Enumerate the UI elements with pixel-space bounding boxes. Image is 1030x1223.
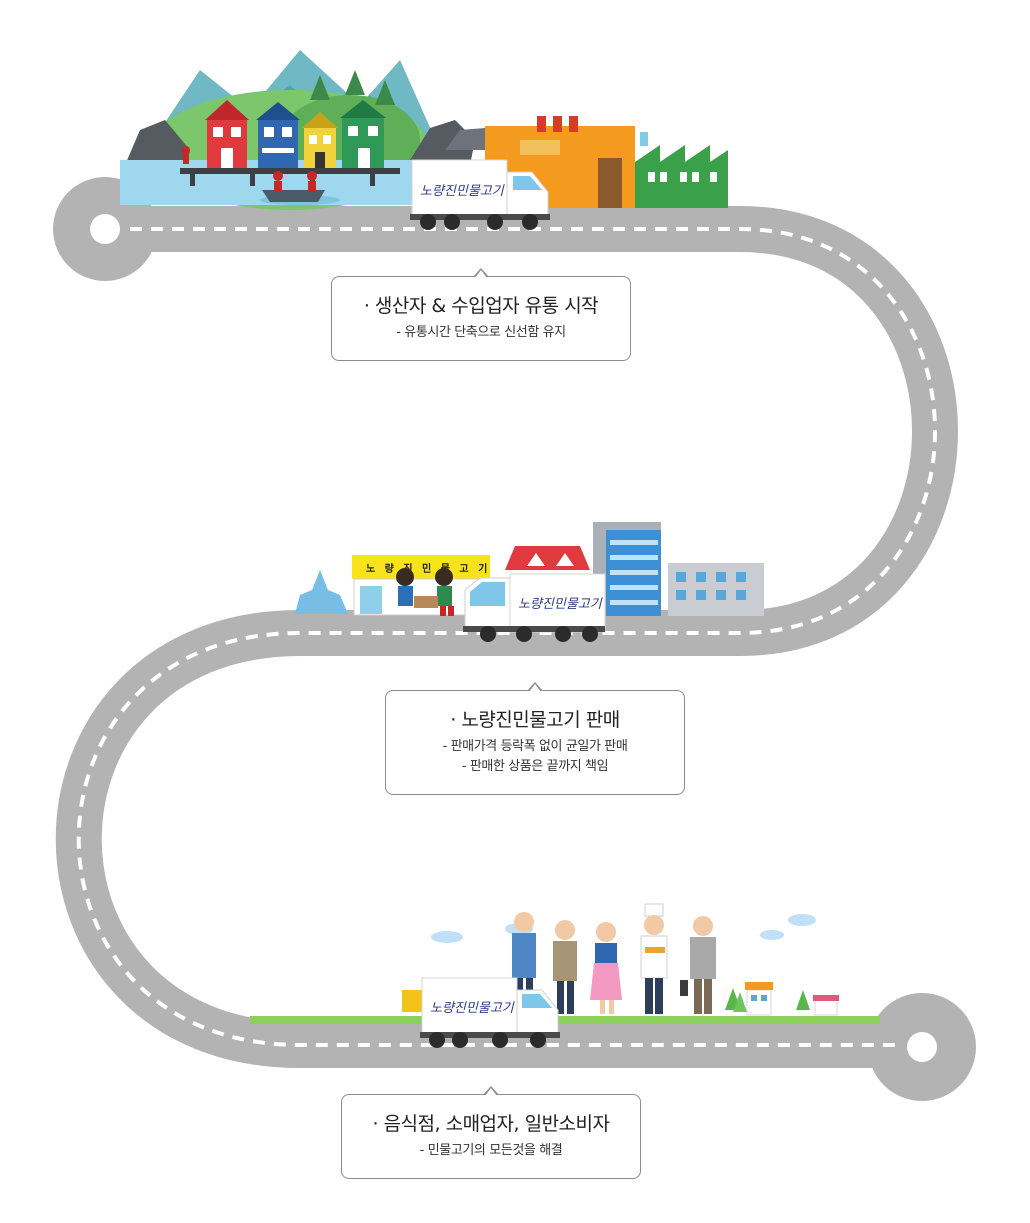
green-house bbox=[340, 100, 386, 168]
step-1-caption: · 생산자 & 수입업자 유통 시작 - 유통시간 단축으로 신선함 유지 bbox=[331, 268, 631, 361]
step-2-detail: - 판매한 상품은 끝까지 책임 bbox=[461, 759, 609, 774]
winding-road bbox=[53, 177, 976, 1101]
consumer-scene: 노량진민물고기 bbox=[250, 903, 880, 1048]
truck-logo-text: 노량진민물고기 bbox=[420, 184, 505, 199]
yellow-house bbox=[302, 112, 338, 168]
delivery-truck: 노량진민물고기 bbox=[420, 977, 560, 1048]
step-2-detail: - 판매가격 등락폭 없이 균일가 판매 bbox=[442, 739, 628, 754]
chef-person bbox=[640, 903, 668, 1014]
step-3-detail: - 민물고기의 모든것을 해결 bbox=[419, 1143, 563, 1158]
truck-logo-text: 노량진민물고기 bbox=[518, 597, 603, 612]
woman-person bbox=[590, 922, 622, 1014]
producer-scene: 노량진민물고기 bbox=[120, 50, 728, 230]
step-3-caption: · 음식점, 소매업자, 일반소비자 - 민물고기의 모든것을 해결 bbox=[341, 1086, 641, 1179]
blue-house bbox=[256, 102, 300, 168]
farmer-person bbox=[553, 920, 577, 1014]
step-3-title: · 음식점, 소매업자, 일반소비자 bbox=[372, 1113, 611, 1135]
truck-logo-text: 노량진민물고기 bbox=[430, 1001, 515, 1016]
shop-sign-text: 노 량 진 민 물 고 기 bbox=[366, 562, 490, 575]
step-2-caption: · 노량진민물고기 판매 - 판매가격 등락폭 없이 균일가 판매 - 판매한 … bbox=[385, 682, 685, 795]
step-1-detail: - 유통시간 단축으로 신선함 유지 bbox=[396, 325, 566, 340]
step-1-title: · 생산자 & 수입업자 유통 시작 bbox=[363, 295, 599, 317]
red-house bbox=[205, 100, 249, 168]
step-2-title: · 노량진민물고기 판매 bbox=[450, 709, 620, 731]
delivery-truck: 노량진민물고기 bbox=[410, 159, 550, 230]
delivery-truck: 노량진민물고기 bbox=[463, 573, 606, 642]
market-scene: 노 량 진 민 물 고 기 노량진민물고기 bbox=[295, 522, 764, 642]
elder-person bbox=[680, 916, 716, 1014]
